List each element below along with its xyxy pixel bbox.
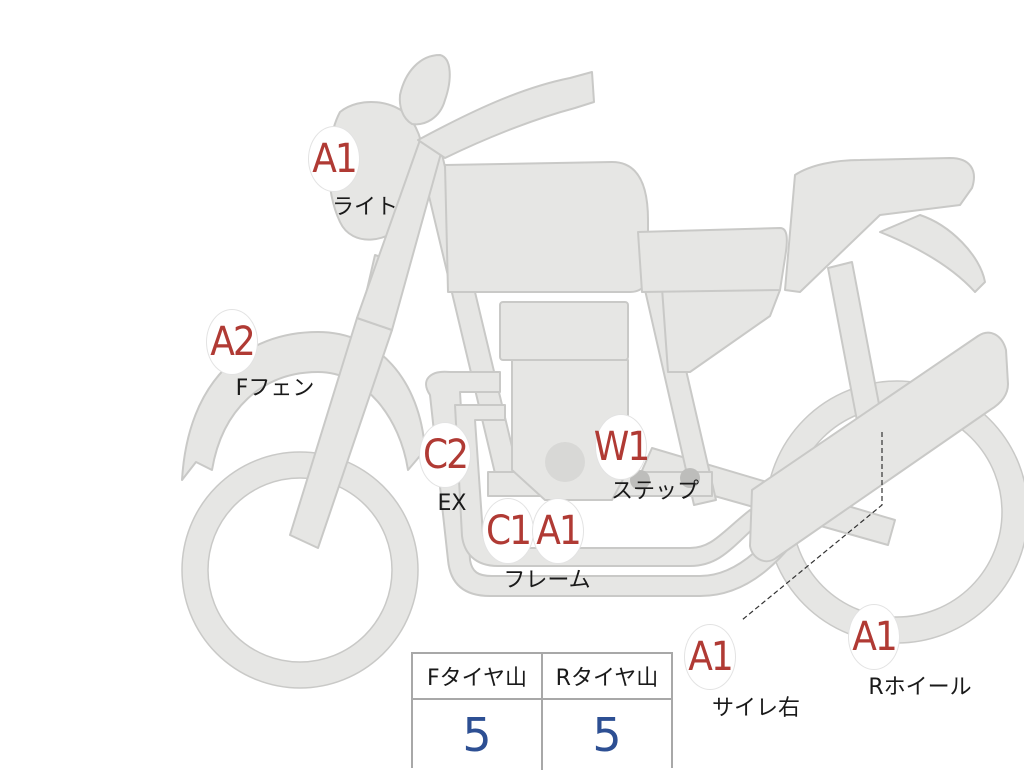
grade-marker-rear-wheel: A1 xyxy=(848,604,900,670)
part-label-front-fender: Fフェン xyxy=(235,376,315,401)
front-tire-header: Fタイヤ山 xyxy=(413,654,543,698)
front-tire-value: 5 xyxy=(413,700,543,770)
part-label-step: ステップ xyxy=(610,479,700,504)
front-wheel-shape xyxy=(182,452,418,688)
part-label-muffler-right: サイレ右 xyxy=(711,696,801,721)
rear-tire-value: 5 xyxy=(592,708,622,762)
part-label-exhaust: EX xyxy=(437,491,467,516)
grade-marker-frame-2: A1 xyxy=(532,498,584,564)
grade-marker-muffler-right: A1 xyxy=(684,624,736,690)
part-label-rear-wheel: Rホイール xyxy=(868,675,972,700)
tire-table-header-row: Fタイヤ山 Rタイヤ山 xyxy=(413,654,671,700)
grade-marker-step: W1 xyxy=(594,414,650,480)
grade-marker-front-fender: A2 xyxy=(206,309,258,375)
part-label-light: ライト xyxy=(331,195,399,220)
tire-table-value-row: 5 5 xyxy=(413,700,671,770)
grade-marker-light: A1 xyxy=(308,126,360,192)
grade-marker-exhaust: C2 xyxy=(419,422,471,488)
fuel-tank-shape xyxy=(444,161,649,293)
muffler-shape xyxy=(749,331,1009,563)
grade-marker-frame: C1 xyxy=(482,498,534,564)
handlebar-shape xyxy=(417,71,595,159)
seat-shape xyxy=(784,157,975,293)
tire-tread-table: Fタイヤ山 Rタイヤ山 5 5 xyxy=(411,652,673,770)
part-label-frame-2: フレーム xyxy=(503,568,591,593)
rear-tire-header: Rタイヤ山 xyxy=(555,666,659,691)
